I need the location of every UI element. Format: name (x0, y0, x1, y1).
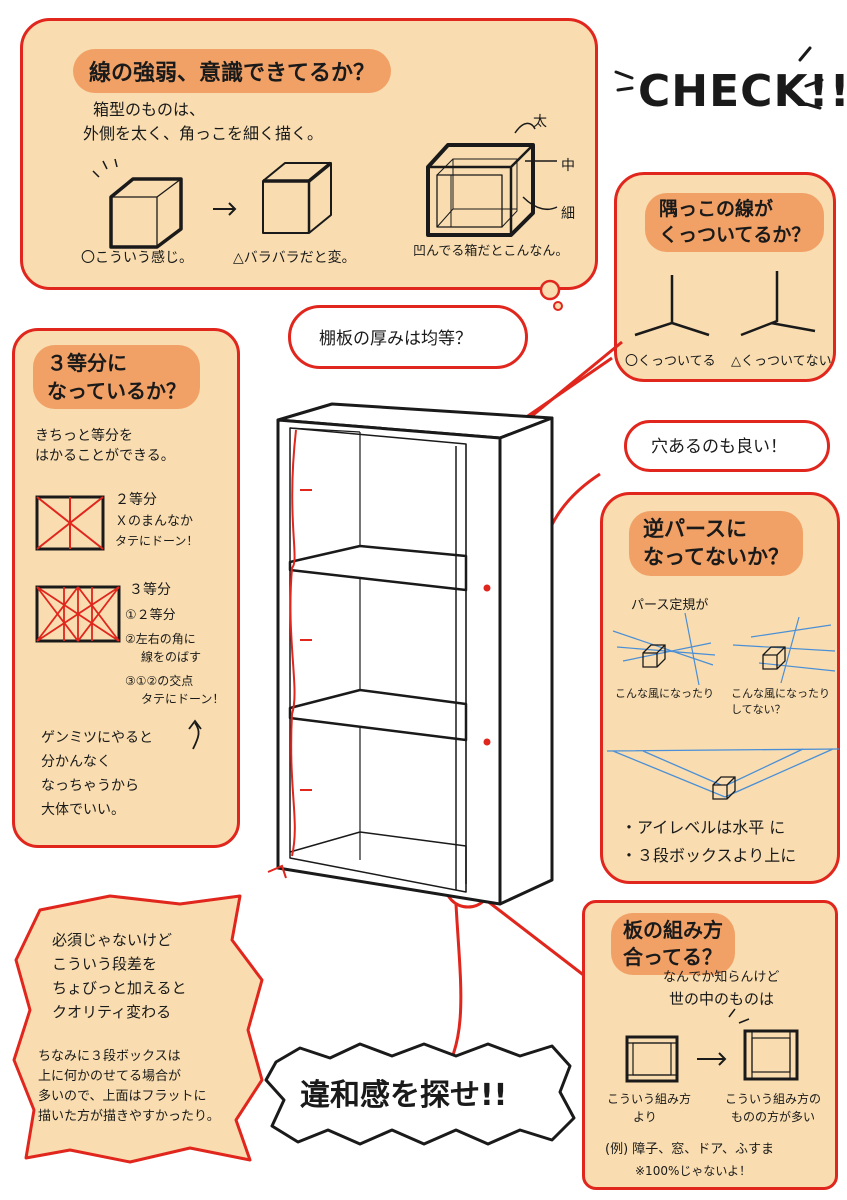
good-cube (109, 177, 183, 249)
divide-note3: なっちゃうから (41, 778, 139, 794)
label-thick: 太 (533, 114, 547, 130)
step-line7: 多いので、上面はフラットに (38, 1089, 207, 1104)
hollow-box (426, 143, 535, 237)
board-sub2: 世の中のものは (669, 990, 775, 1008)
divide-diagrams (35, 495, 202, 750)
perspective-cap2b: してない？ (731, 703, 786, 716)
line-weight-panel: 線の強弱、意識できてるか？ 箱型のものは、 外側を太く、角っこを細く描く。 〇こ… (20, 18, 598, 290)
board-cap-left1: こういう組み方 (607, 1092, 692, 1106)
two-line1: Ｘのまんなか (115, 514, 194, 529)
bookshelf-body (276, 402, 554, 906)
line-weight-line1: 箱型のものは、 (93, 100, 206, 119)
step-line8: 描いた方が描きやすかったり。 (38, 1109, 220, 1124)
board-arrow-icon (697, 1052, 727, 1066)
step-mark (267, 864, 287, 879)
caption-bad: △バラバラだと変。 (233, 250, 356, 266)
perspective-cube-1 (642, 644, 666, 668)
divide-title: ３等分に なっているか？ (33, 345, 200, 409)
perspective-title-line2: なってないか？ (643, 545, 789, 570)
shelf-thickness-bubble: 棚板の厚みは均等？ (288, 305, 528, 369)
divide-note2: 分かんなく (41, 754, 111, 770)
line-weight-sketches (92, 122, 558, 249)
board-title-line1: 板の組み方 (623, 918, 723, 942)
step-line3: ちょびっと加えると (52, 979, 187, 997)
three-step3b: タテにドーン！ (141, 692, 225, 706)
three-title: ３等分 (129, 582, 171, 598)
board-cap-right1: こういう組み方の (725, 1092, 822, 1106)
corner-caption-good: 〇くっついてる (625, 354, 716, 369)
perspective-title-line1: 逆パースに (643, 517, 747, 541)
perspective-bullet2: ・３段ボックスより上に (621, 846, 797, 865)
line-weight-line2: 外側を太く、角っこを細く描く。 (83, 124, 324, 143)
board-frame-left (625, 1035, 679, 1083)
perspective-cap2a: こんな風になったり (731, 687, 830, 700)
corner-title-line1: 隅っこの線が (659, 198, 774, 220)
two-division-diagram (35, 495, 105, 551)
divide-title-line2: なっているか？ (47, 379, 186, 403)
perspective-sub: パース定規が (631, 598, 709, 613)
perspective-panel: 逆パースに なってないか？ パース定規が こんな風になったり こんな風になったり… (600, 492, 840, 884)
two-title: ２等分 (115, 492, 157, 508)
perspective-bullet1: ・アイレベルは水平 に (621, 818, 786, 837)
divide-note1: ゲンミツにやると (41, 730, 153, 746)
bad-cube (262, 161, 333, 234)
board-cap-right2: ものの方が多い (731, 1110, 816, 1124)
corner-caption-bad: △くっついてない (731, 354, 832, 369)
three-division-diagram (35, 585, 121, 643)
step-line4: クオリティ変わる (52, 1003, 172, 1021)
divide-intro2: はかることができる。 (35, 448, 175, 464)
three-step3a: ③①②の交点 (125, 674, 194, 688)
board-diagrams (625, 1008, 799, 1083)
label-mid: 中 (561, 158, 575, 174)
perspective-cube-3 (712, 776, 736, 800)
step-line6: 上に何かのせてる場合が (38, 1069, 182, 1084)
perspective-diagrams (606, 612, 840, 800)
perspective-cap1: こんな風になったり (615, 687, 714, 700)
thirds-marks (289, 429, 491, 857)
three-step1: ①２等分 (125, 608, 176, 623)
hole-text: 穴あるのも良い！ (651, 437, 787, 457)
board-sub1: なんでか知らんけど (663, 970, 780, 985)
corner-title-line2: くっついてるか？ (659, 223, 811, 246)
perspective-guides-1 (612, 612, 716, 686)
divide-note4: 大体でいい。 (41, 802, 125, 818)
board-frame-right (743, 1029, 799, 1081)
corner-sketches (634, 271, 816, 337)
divide-panel: ３等分に なっているか？ きちっと等分を はかることができる。 ２等分 Ｘのまん… (12, 328, 240, 848)
board-cap-left2: より (633, 1110, 657, 1124)
line-weight-title: 線の強弱、意識できてるか？ (73, 49, 392, 93)
caption-good: 〇こういう感じ。 (81, 250, 193, 266)
corner-panel: 隅っこの線が くっついてるか？ 〇くっついてる △くっついてない (614, 172, 836, 382)
three-step2a: ②左右の角に (125, 632, 196, 646)
step-line5: ちなみに３段ボックスは (38, 1049, 181, 1064)
hole-bubble: 穴あるのも良い！ (624, 420, 830, 472)
caption-box: 凹んでる箱だとこんなん。 (413, 244, 569, 259)
arrow-up-icon (188, 719, 202, 750)
board-title-line2: 合ってる？ (623, 945, 722, 969)
corner-title: 隅っこの線が くっついてるか？ (645, 193, 825, 253)
two-line2: タテにドーン！ (115, 534, 199, 548)
perspective-title: 逆パースに なってないか？ (629, 511, 803, 576)
board-example: (例) 障子、窓、ドア、ふすま (605, 1142, 774, 1157)
arrow-icon (213, 202, 237, 216)
divide-title-line1: ３等分に (47, 351, 127, 375)
board-panel: 板の組み方 合ってる？ なんでか知らんけど 世の中のものは こういう組み方 より… (582, 900, 838, 1190)
step-line1: 必須じゃないけど (52, 931, 173, 949)
perspective-guides-3 (606, 748, 840, 798)
board-note: ※100%じゃないよ！ (635, 1164, 752, 1178)
three-step2b: 線をのばす (141, 650, 202, 664)
step-line2: こういう段差を (52, 955, 158, 973)
label-thin: 細 (561, 206, 575, 222)
divide-intro1: きちっと等分を (35, 428, 133, 444)
bottom-title: 違和感を探せ!! (300, 1078, 508, 1113)
perspective-cube-2 (762, 646, 786, 670)
board-title: 板の組み方 合ってる？ (611, 913, 735, 975)
shelf-thickness-text: 棚板の厚みは均等？ (319, 329, 472, 349)
sparkle-lines (92, 158, 118, 178)
